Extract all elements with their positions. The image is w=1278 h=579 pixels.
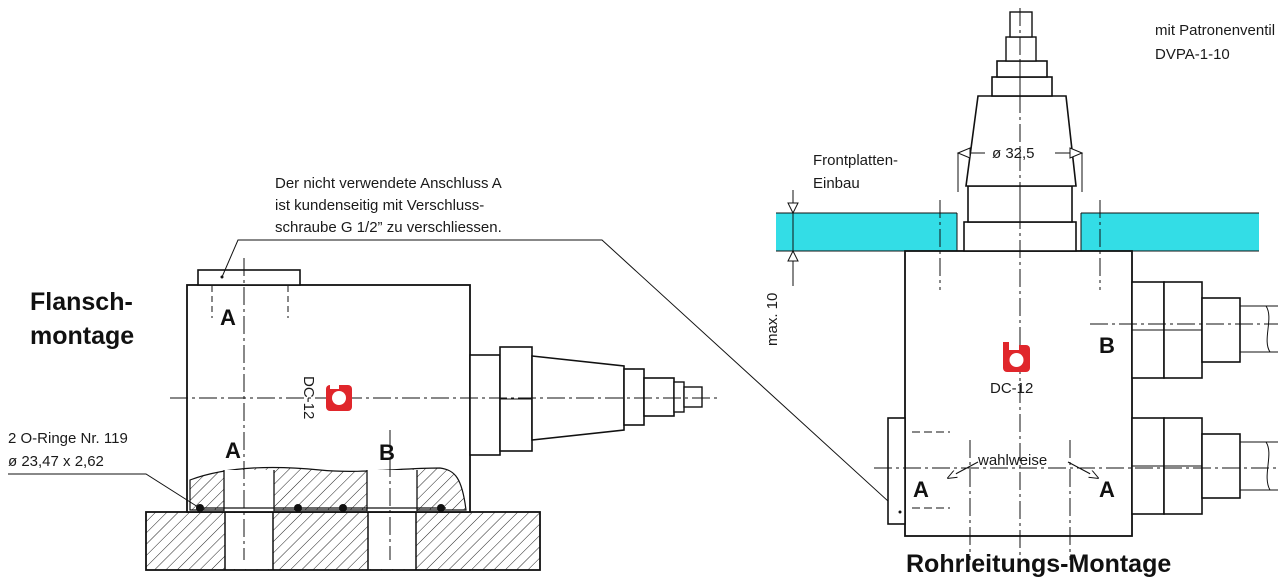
brand-logo-icon	[326, 384, 352, 411]
port-label: A	[225, 438, 241, 463]
front-panel-label: Einbau	[813, 175, 860, 192]
o-ring	[437, 504, 445, 512]
model-label: DC-12	[990, 380, 1033, 397]
valve-label: DVPA-1-10	[1155, 46, 1230, 63]
o-ring	[294, 504, 302, 512]
side-closing-plug	[887, 417, 906, 525]
diameter-dimension	[956, 147, 1084, 192]
closing-plug	[197, 269, 301, 286]
port-label: B	[379, 440, 395, 465]
pipe-mounting-view: mit Patronenventil DVPA-1-10 Frontplatte…	[764, 8, 1278, 578]
port-label: A	[220, 305, 236, 330]
front-panel	[776, 212, 1259, 252]
flange-title: montage	[30, 322, 134, 350]
max-depth-label: max. 10	[764, 293, 781, 346]
base-plate	[145, 511, 541, 571]
note-text: Der nicht verwendete Anschluss A	[275, 175, 502, 192]
o-ring	[339, 504, 347, 512]
orings-leader	[8, 473, 199, 508]
pipe-fitting	[1131, 281, 1278, 379]
orings-label: ø 23,47 x 2,62	[8, 453, 104, 470]
o-ring	[196, 504, 204, 512]
note-leader	[221, 239, 901, 513]
optional-label: wahlweise	[977, 452, 1047, 469]
depth-dimension	[783, 190, 803, 286]
flange-mounting-view: Flansch- montage A A B DC-12 Der nicht v…	[8, 175, 901, 571]
model-label: DC-12	[300, 376, 317, 419]
port-label: A	[913, 477, 929, 502]
port-label: A	[1099, 477, 1115, 502]
note-text: ist kundenseitig mit Verschluss-	[275, 197, 484, 214]
flange-cutaway-section	[189, 466, 467, 512]
brand-logo-icon	[1003, 342, 1030, 372]
front-panel-label: Frontplatten-	[813, 152, 898, 169]
pipe-title: Rohrleitungs-Montage	[906, 550, 1171, 578]
orings-label: 2 O-Ringe Nr. 119	[8, 430, 128, 447]
valve-label: mit Patronenventil	[1155, 22, 1275, 39]
diameter-label: ø 32,5	[992, 145, 1035, 162]
note-text: schraube G 1/2” zu verschliessen.	[275, 219, 502, 236]
top-cartridge-valve	[963, 11, 1077, 252]
side-cartridge-valve	[469, 346, 703, 456]
port-label: B	[1099, 333, 1115, 358]
pipe-valve-block	[904, 250, 1133, 537]
flange-title: Flansch-	[30, 288, 133, 316]
pipe-fitting	[1131, 417, 1278, 515]
